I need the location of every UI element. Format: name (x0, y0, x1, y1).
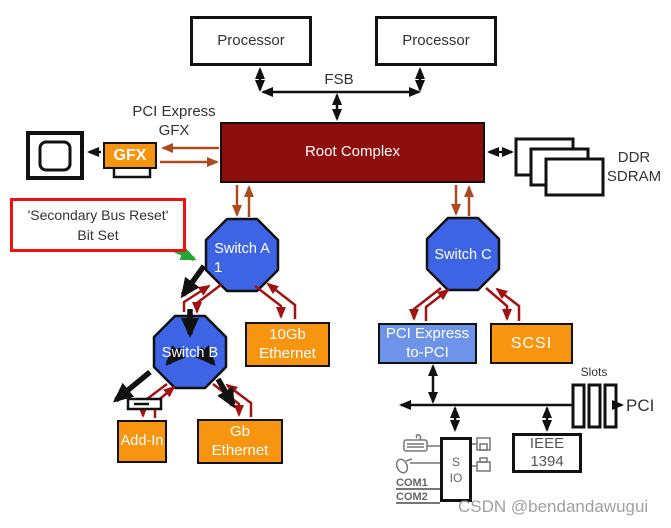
pci-bus-lines (399, 364, 576, 432)
root-complex-box: Root Complex (220, 122, 485, 183)
switch-downstream-links (138, 282, 521, 418)
root-complex-links (160, 143, 474, 217)
ddr-sdram-label: DDR SDRAM (606, 149, 662, 185)
switch-b-label: Switch B (161, 345, 219, 361)
processor-right-box: Processor (375, 16, 497, 66)
gfx-label: GFX (113, 146, 147, 164)
printer-icon (472, 457, 491, 472)
floppy-icon (472, 437, 491, 451)
switch-a-number: 1 (214, 259, 223, 276)
pcie-to-pci-box: PCI Express to-PCI (378, 323, 477, 364)
secondary-bus-reset-callout: 'Secondary Bus Reset' Bit Set (10, 198, 186, 252)
pci-slots-icon (571, 383, 618, 429)
switch-c-shape (425, 216, 501, 292)
add-in-box: Add-In (117, 420, 167, 463)
mouse-icon (395, 458, 440, 474)
eth-gb-box: Gb Ethernet (197, 419, 283, 464)
eth-10gb-box: 10Gb Ethernet (245, 322, 330, 367)
fsb-label: FSB (324, 71, 354, 88)
gfx-link-label: PCI Express GFX (132, 103, 216, 139)
ddr-stack-icon (514, 137, 605, 197)
watermark-text: CSDN @bendandawugui (458, 497, 649, 516)
processor-right-label: Processor (402, 31, 470, 49)
slots-label: Slots (580, 365, 608, 379)
reset-propagation-arrows (112, 264, 236, 409)
com-port-lines (396, 488, 440, 504)
processor-left-label: Processor (217, 31, 285, 49)
switch-b-shape (152, 314, 228, 390)
root-complex-label: Root Complex (304, 143, 401, 161)
fsb-links (255, 67, 425, 121)
com1-label: COM1 (396, 477, 428, 489)
com2-label: COM2 (396, 491, 428, 503)
processor-left-box: Processor (190, 16, 312, 66)
switch-a-shape (204, 217, 280, 293)
gfx-box: GFX (103, 142, 157, 169)
monitor-icon (26, 131, 84, 180)
ieee-1394-box: IEEE 1394 (512, 433, 582, 473)
switch-a-label: Switch A (214, 241, 270, 257)
pci-label: PCI (626, 396, 655, 415)
switch-c-label: Switch C (434, 247, 492, 263)
add-in-slot-icon (126, 397, 163, 411)
keyboard-icon (403, 434, 440, 452)
super-io-box: S IO (440, 437, 472, 502)
scsi-box: SCSI (490, 323, 573, 364)
